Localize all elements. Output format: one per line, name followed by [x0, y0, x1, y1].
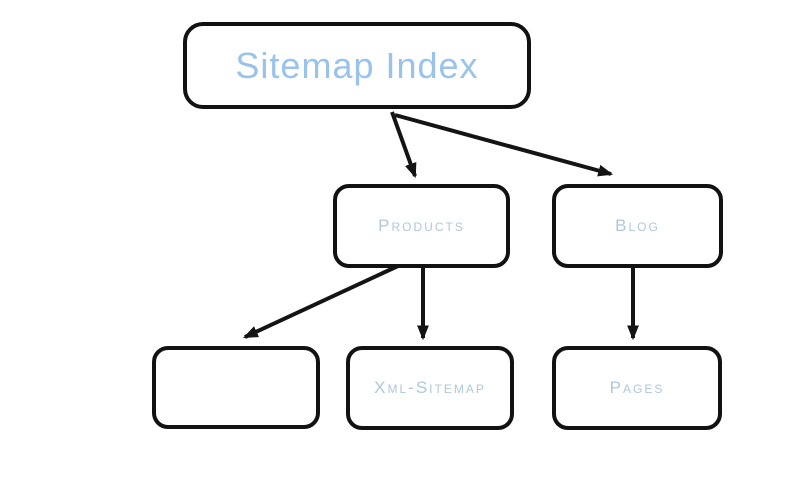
node-pages: Pages	[552, 346, 722, 430]
node-sitemap-index-label: Sitemap Index	[235, 44, 479, 86]
arrow-sitemap-index-to-products	[390, 111, 417, 179]
node-xml-sitemap-label: Xml-Sitemap	[374, 378, 486, 397]
node-blog-label: Blog	[615, 216, 660, 235]
node-blog: Blog	[552, 184, 723, 268]
node-xml-sitemap: Xml-Sitemap	[346, 346, 514, 430]
node-untitled	[152, 346, 320, 429]
node-pages-label: Pages	[609, 378, 665, 397]
node-products: Products	[333, 184, 510, 268]
arrow-sitemap-index-to-blog	[394, 113, 614, 177]
arrow-products-to-untitled	[242, 264, 399, 339]
node-products-label: Products	[378, 216, 465, 235]
node-sitemap-index: Sitemap Index	[183, 22, 531, 109]
